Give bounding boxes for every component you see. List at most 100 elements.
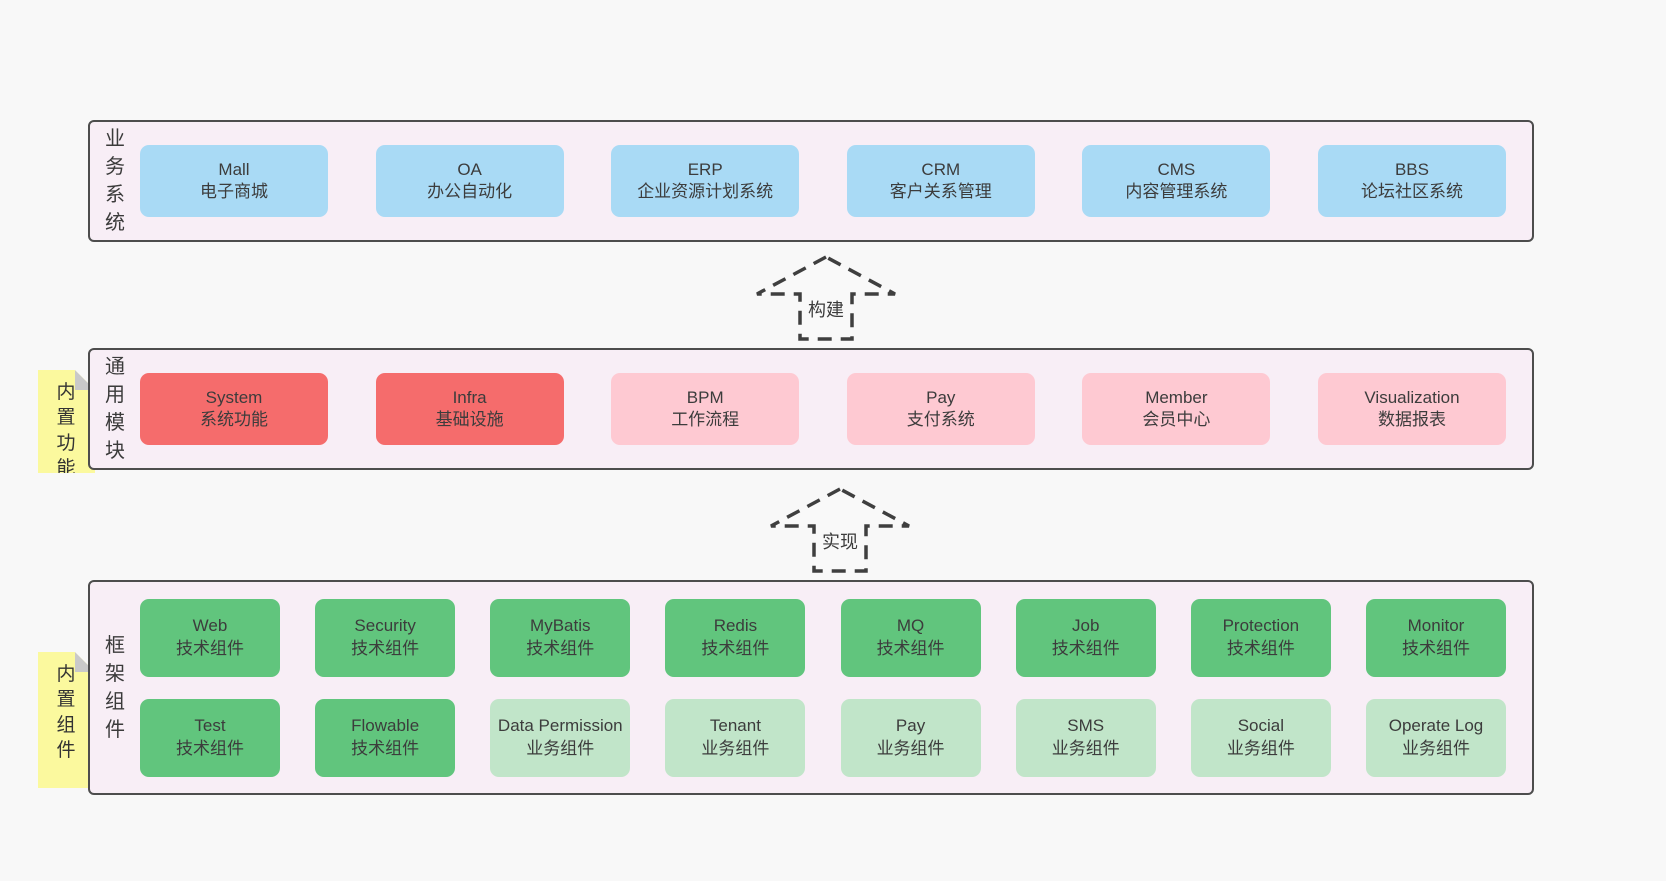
layer-label-framework-components: 框架组件	[105, 634, 125, 741]
box-title: Tenant	[709, 716, 761, 736]
arrow-build: 构建	[751, 254, 901, 342]
box-title: Web	[192, 616, 228, 636]
box-title: ERP	[687, 159, 723, 179]
box-title: Member	[1145, 387, 1208, 407]
box-title: MQ	[896, 616, 925, 636]
arrow-implement: 实现	[765, 486, 915, 574]
box-title: Infra	[452, 387, 487, 407]
box-subtitle: 电子商城	[200, 182, 268, 201]
box-subtitle: 工作流程	[671, 410, 740, 429]
box-title: CMS	[1157, 159, 1196, 179]
box-subtitle: 技术组件	[1226, 638, 1295, 658]
box-subtitle: 客户关系管理	[889, 182, 992, 201]
box-oa: OA 办公自动化	[375, 145, 564, 217]
box-title: Social	[1237, 716, 1284, 736]
box-row: Mall 电子商城 OA 办公自动化 ERP 企业资源计划系统 CRM 客户关系管理 CMS 内容…	[140, 145, 1506, 217]
box-member: Member 会员中心	[1082, 373, 1271, 445]
box-subtitle: 业务组件	[1401, 738, 1470, 758]
sticky-note-built-in-components: 内置组件	[38, 652, 95, 788]
box-title: Pay	[926, 387, 956, 407]
layer-business-systems: 业务系统 Mall 电子商城 OA 办公自动化 ERP 企业资源计划系统 CRM 客户关系管理…	[88, 120, 1534, 242]
layer-wrap-common-modules: 内置功能 通用模块 System 系统功能 Infra 基础设施 BPM 工作流程 Pay 支…	[38, 348, 1534, 470]
box-subtitle: 技术组件	[701, 638, 770, 658]
box-title: Test	[194, 716, 226, 736]
box-subtitle: 技术组件	[176, 638, 244, 658]
box-subtitle: 业务组件	[876, 738, 945, 758]
box-erp: ERP 企业资源计划系统	[611, 145, 800, 217]
box-visualization: Visualization 数据报表	[1317, 373, 1506, 445]
box-title: SMS	[1067, 716, 1105, 736]
box-subtitle: 支付系统	[906, 410, 975, 429]
box-title: Mall	[218, 159, 250, 179]
box-subtitle: 内容管理系统	[1125, 182, 1228, 201]
box-title: Redis	[713, 616, 758, 636]
box-title: Monitor	[1407, 616, 1465, 636]
box-system: System 系统功能	[140, 373, 328, 445]
box-bbs: BBS 论坛社区系统	[1317, 145, 1506, 217]
box-title: Pay	[895, 716, 926, 736]
box-title: System	[205, 387, 263, 407]
layer-label-common-modules: 通用模块	[105, 356, 125, 462]
business-systems-boxes: Mall 电子商城 OA 办公自动化 ERP 企业资源计划系统 CRM 客户关系管理 CMS 内容…	[126, 145, 1532, 217]
box-subtitle: 业务组件	[701, 738, 770, 758]
box-row: System 系统功能 Infra 基础设施 BPM 工作流程 Pay 支付系统 Member 会…	[140, 373, 1506, 445]
box-subtitle: 业务组件	[1051, 738, 1120, 758]
box-subtitle: 业务组件	[526, 738, 595, 758]
box-subtitle: 技术组件	[351, 638, 420, 658]
box-subtitle: 基础设施	[435, 410, 504, 429]
box-subtitle: 技术组件	[351, 738, 420, 758]
box-title: CRM	[921, 159, 961, 179]
box-subtitle: 企业资源计划系统	[637, 182, 774, 201]
box-crm: CRM 客户关系管理	[846, 145, 1035, 217]
arrow-build-label: 构建	[805, 296, 847, 322]
box-subtitle: 数据报表	[1377, 410, 1446, 429]
box-title: OA	[457, 159, 482, 179]
layer-label-business-systems: 业务系统	[105, 128, 125, 234]
box-title: Visualization	[1364, 387, 1460, 407]
box-cms: CMS 内容管理系统	[1082, 145, 1271, 217]
common-modules-boxes: System 系统功能 Infra 基础设施 BPM 工作流程 Pay 支付系统 Member 会…	[126, 373, 1532, 445]
box-title: Job	[1071, 616, 1100, 636]
box-subtitle: 论坛社区系统	[1360, 182, 1463, 201]
box-title: BBS	[1394, 159, 1429, 179]
box-title: Flowable	[351, 716, 420, 736]
box-title: Security	[354, 616, 416, 636]
box-title: MyBatis	[530, 616, 591, 636]
box-subtitle: 技术组件	[1051, 638, 1120, 658]
box-subtitle: 技术组件	[1401, 638, 1470, 658]
box-subtitle: 会员中心	[1142, 410, 1211, 429]
box-subtitle: 办公自动化	[427, 182, 513, 201]
box-mall: Mall 电子商城	[140, 145, 328, 217]
sticky-note-built-in-features: 内置功能	[38, 370, 95, 473]
box-title: Data Permission	[497, 716, 623, 736]
box-pay: Pay 支付系统	[846, 373, 1035, 445]
box-subtitle: 系统功能	[200, 410, 268, 429]
box-title: Operate Log	[1388, 716, 1484, 736]
layer-common-modules: 通用模块 System 系统功能 Infra 基础设施 BPM 工作流程 Pay 支付系统 Me…	[88, 348, 1534, 470]
box-subtitle: 技术组件	[176, 738, 244, 758]
box-bpm: BPM 工作流程	[611, 373, 800, 445]
box-title: Protection	[1222, 616, 1300, 636]
box-title: BPM	[686, 387, 724, 407]
arrow-implement-label: 实现	[819, 528, 861, 554]
